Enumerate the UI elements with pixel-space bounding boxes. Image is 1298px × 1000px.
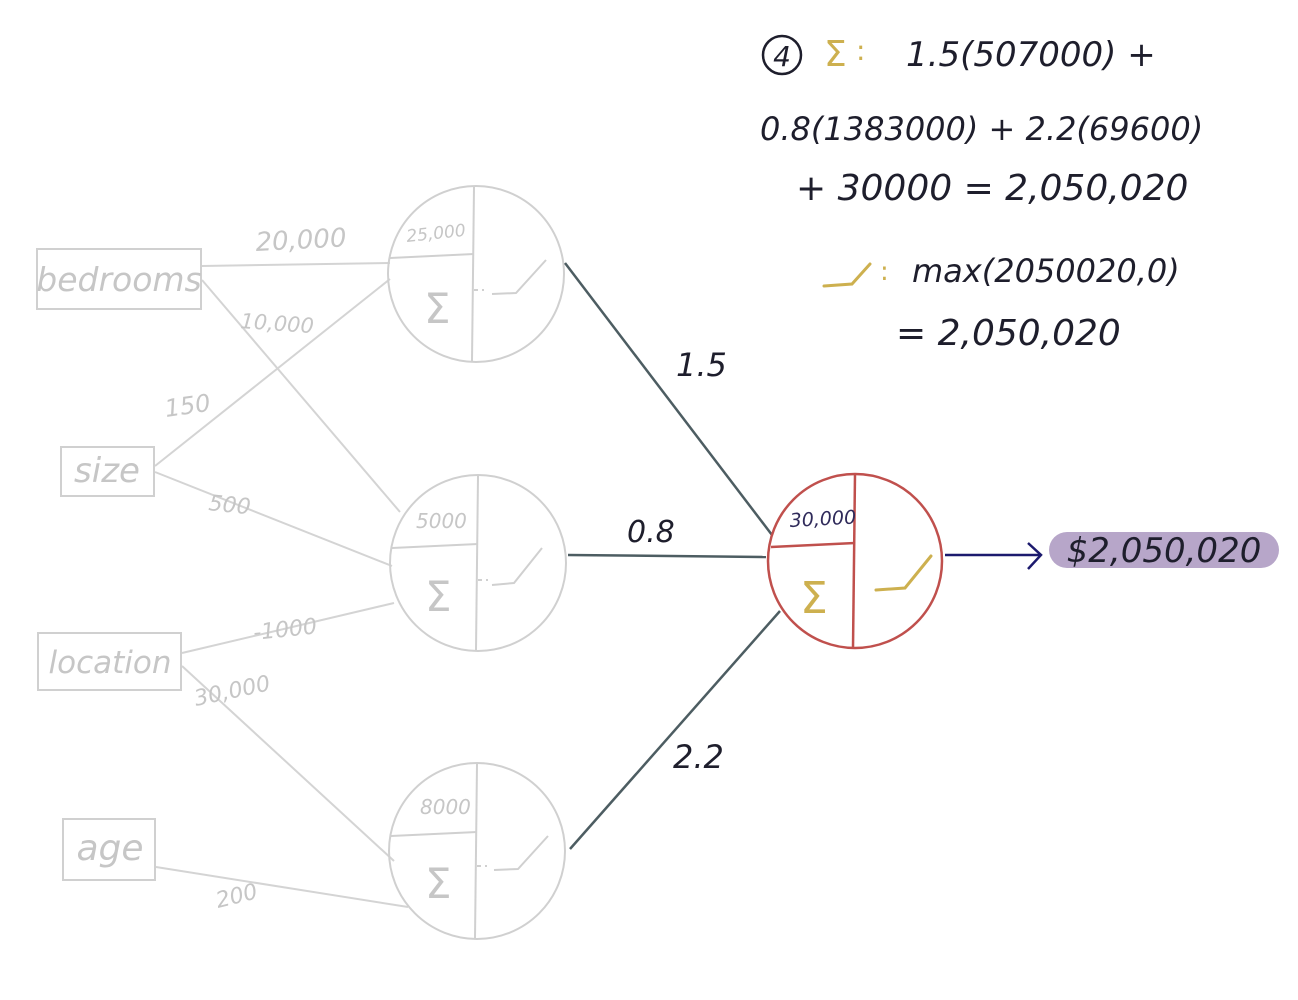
input-label-size: size (74, 451, 140, 491)
input-label-bedrooms: bedrooms (36, 260, 201, 299)
weight-label-age-h3: 200 (213, 879, 260, 913)
weight-label-size-h1: 150 (163, 389, 212, 423)
hidden-neuron-2-divider-horizontal (391, 543, 479, 549)
input-box-location (37, 632, 182, 691)
calculation-annotation: 4 Σ : 1.5(507000) + 0.8(1383000) + 2.2(6… (760, 34, 1203, 354)
hidden-neuron-1 (387, 185, 565, 363)
input-node-age: age (62, 818, 156, 881)
weight-label-bedrooms-h2: 10,000 (240, 309, 315, 338)
weight-label-h1-output: 1.5 (676, 346, 727, 384)
calc-line-1: 1.5(507000) + (906, 35, 1156, 75)
edge-location-h2 (181, 602, 395, 654)
sigma-icon: Σ (824, 34, 847, 75)
relu-icon (491, 259, 547, 295)
relu-icon (491, 547, 543, 586)
output-neuron-divider-vertical (851, 473, 857, 649)
edge-h3-output (569, 610, 781, 850)
weight-label-location-h2: -1000 (252, 614, 318, 646)
weight-label-size-h2: 500 (207, 491, 251, 520)
calc-line-4: max(2050020,0) (912, 252, 1180, 290)
relu-icon (493, 835, 549, 871)
edge-size-h1 (154, 278, 391, 467)
sigma-icon: Σ (800, 573, 828, 624)
output-value: $2,050,020 (1067, 531, 1262, 571)
edge-h1-output (564, 262, 773, 536)
edge-size-h2 (154, 471, 393, 567)
output-neuron-divider-horizontal (770, 541, 856, 549)
output-neuron-bias: 30,000 (789, 507, 857, 532)
hidden-neuron-2-bias: 5000 (416, 509, 467, 533)
arrow-head-icon (1027, 542, 1043, 570)
input-box-bedrooms (36, 248, 202, 310)
calc-line-5: = 2,050,020 (896, 313, 1121, 354)
sigma-icon: Σ (425, 572, 452, 621)
hidden-neuron-3-divider-vertical (474, 763, 478, 939)
hidden-output-connections (564, 262, 781, 850)
output-weight-labels: 1.5 0.8 2.2 (627, 346, 727, 776)
edge-age-h3 (155, 866, 409, 908)
hidden-neuron-3-divider-horizontal (390, 831, 478, 837)
edge-bedrooms-h2 (201, 279, 401, 513)
hidden-neuron-2-circle (389, 474, 567, 652)
hidden-neuron-3-bias: 8000 (420, 795, 471, 819)
sigma-icon: Σ (425, 859, 452, 908)
relu-icon (874, 554, 933, 592)
calc-sum-colon: : (856, 34, 865, 67)
input-node-location: location (37, 632, 182, 691)
relu-icon (822, 262, 872, 288)
weight-label-h2-output: 0.8 (627, 515, 675, 550)
weight-label-location-h3: 30,000 (192, 671, 272, 711)
input-hidden-connections (154, 262, 409, 908)
input-box-age (62, 818, 156, 881)
output-value-badge (1049, 532, 1279, 568)
hidden-neuron-1-divider-vertical (471, 186, 475, 362)
step-number: 4 (773, 40, 791, 73)
input-label-location: location (48, 645, 171, 681)
weight-label-bedrooms-h1: 20,000 (255, 223, 347, 258)
calc-relu-colon: : (880, 257, 889, 287)
step-number-circle (761, 34, 803, 76)
calc-line-3: + 30000 = 2,050,020 (796, 168, 1188, 209)
input-node-size: size (60, 446, 155, 497)
input-node-bedrooms: bedrooms (36, 248, 202, 310)
hidden-neuron-3-circle (388, 762, 566, 940)
edge-bedrooms-h1 (201, 262, 391, 267)
hidden-neuron-1-bias: 25,000 (405, 221, 466, 247)
hidden-neuron-3 (388, 762, 566, 940)
output-arrow (945, 542, 1043, 570)
weight-label-h3-output: 2.2 (673, 738, 724, 776)
output-neuron (766, 472, 944, 650)
input-label-age: age (76, 828, 143, 869)
hidden-neuron-1-divider-horizontal (389, 253, 475, 259)
input-box-size (60, 446, 155, 497)
calc-line-2: 0.8(1383000) + 2.2(69600) (760, 110, 1203, 148)
input-weight-labels: 20,000 10,000 150 500 -1000 30,000 200 (163, 223, 347, 914)
edge-location-h3 (181, 665, 395, 862)
hidden-neuron-1-circle (387, 185, 565, 363)
hidden-neuron-2 (389, 474, 567, 652)
sigma-icon: Σ (424, 284, 451, 333)
hidden-neuron-2-divider-vertical (475, 475, 479, 651)
edge-h2-output (567, 553, 767, 559)
